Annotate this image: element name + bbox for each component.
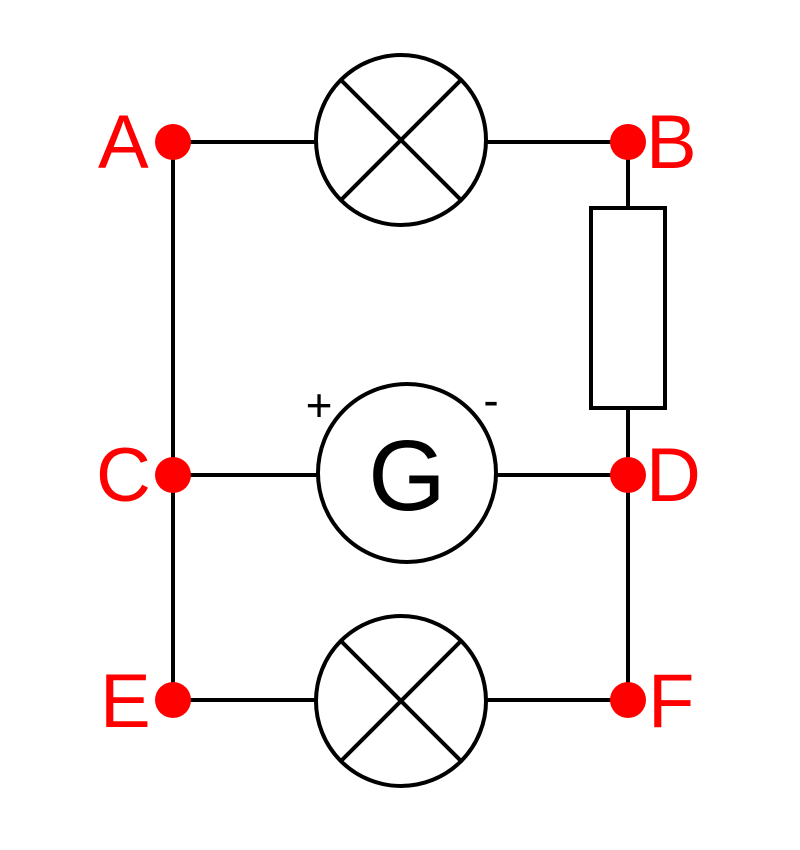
node-e-dot (155, 682, 191, 718)
wires (171, 140, 630, 702)
node-f-label: F (648, 659, 694, 744)
node-a-dot (155, 124, 191, 160)
node-e-label: E (100, 659, 151, 744)
node-c-dot (155, 457, 191, 493)
resistor-icon (589, 206, 667, 410)
nodes (155, 124, 646, 718)
node-c-label: C (96, 433, 151, 518)
node-d-dot (610, 457, 646, 493)
node-b-label: B (646, 100, 697, 185)
node-d-label: D (646, 433, 701, 518)
lamp-cross-line (338, 77, 464, 203)
lamp-cross-line (338, 638, 464, 764)
node-labels: A B C D E F (96, 100, 701, 744)
galvanometer-icon (316, 382, 498, 564)
galvanometer-symbol: G (368, 420, 446, 532)
node-b-dot (610, 124, 646, 160)
galvanometer: G + - (306, 374, 499, 564)
lamp-top (314, 53, 488, 227)
galvanometer-negative-terminal: - (483, 374, 498, 426)
galvanometer-positive-terminal: + (306, 379, 333, 431)
node-f-dot (610, 682, 646, 718)
lamp-bottom (314, 614, 488, 788)
node-a-label: A (98, 100, 149, 185)
